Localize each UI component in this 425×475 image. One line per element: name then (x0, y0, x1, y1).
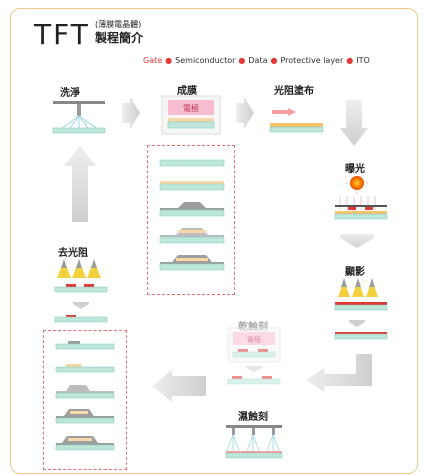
arrow-wash-to-film (122, 97, 140, 129)
film-chamber-icon: 電極 (161, 95, 221, 135)
legend-gate: Gate (143, 56, 163, 65)
legend-protective-layer: Protective layer (280, 56, 344, 65)
arrow-film-to-coat (236, 97, 254, 129)
film-chamber-electrode-text: 電極 (183, 103, 199, 113)
legend-ito: ITO (356, 56, 370, 65)
dry-etch-chamber-electrode-text: 電極 (247, 335, 261, 344)
resist-strip-icon (54, 259, 108, 323)
step-label-film: 成膜 (177, 86, 197, 97)
wash-nozzle-icon (52, 101, 106, 134)
legend: Gate●Semiconductor●Data●Protective layer… (143, 56, 370, 65)
dry-etch-chamber-icon: 電極 (227, 327, 281, 385)
step-label-develop: 顯影 (345, 267, 365, 278)
step-label-wash: 洗淨 (60, 88, 80, 99)
step-label-resist-strip: 去光阻 (58, 248, 88, 259)
title-subtitle-thin-film: (薄膜電晶體) (95, 20, 142, 29)
wet-etch-nozzle-icon (225, 425, 283, 459)
arrow-coat-to-expose (340, 100, 368, 146)
title-tft: TFT (34, 18, 90, 51)
diagram-frame (10, 8, 418, 474)
expose-light-icon (334, 172, 388, 220)
arrow-expose-to-develop (340, 234, 374, 248)
stripped-layers-box (43, 330, 127, 470)
legend-semiconductor: Semiconductor (175, 56, 236, 65)
arrow-strip-to-wash (64, 146, 96, 222)
legend-data: Data (248, 56, 268, 65)
film-layers-box (147, 145, 235, 295)
arrow-develop-to-wet-etch (306, 354, 372, 392)
stripped-layer-stack (55, 341, 115, 451)
resist-coat-icon (269, 108, 324, 133)
arrow-wet-etch-to-strip (152, 370, 206, 402)
step-label-wet-etch: 濕蝕刻 (238, 412, 268, 423)
develop-icon (334, 278, 388, 340)
title-subtitle-process-intro: 製程簡介 (95, 31, 144, 45)
step-label-expose: 曝光 (345, 164, 365, 175)
film-layer-stack (159, 159, 225, 271)
step-label-resist-coat: 光阻塗布 (274, 86, 314, 97)
